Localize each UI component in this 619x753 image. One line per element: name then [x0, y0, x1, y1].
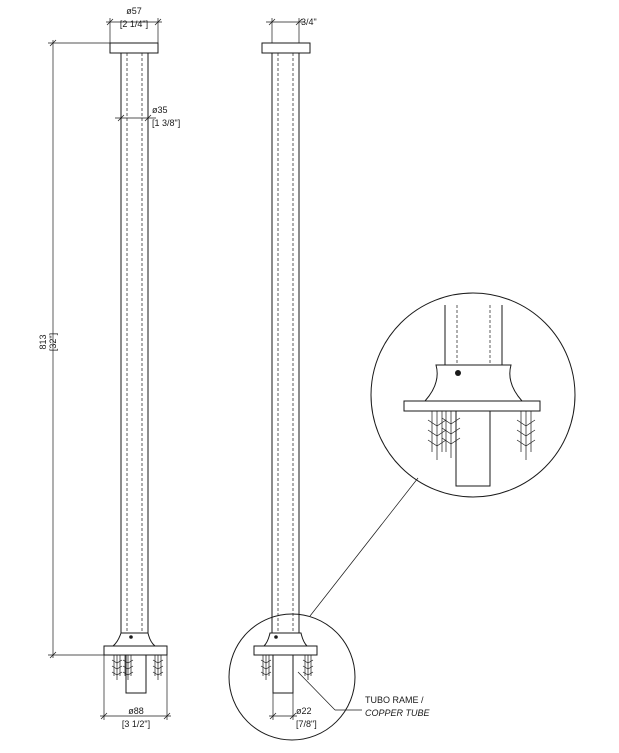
copper-tube-callout: TUBO RAME / COPPER TUBE — [297, 671, 431, 718]
top-diameter-in: [2 1/4"] — [120, 19, 148, 29]
side-top-cap — [261, 42, 311, 54]
base-diameter-mm: ø88 — [128, 706, 144, 716]
height-in: [32"] — [48, 333, 58, 351]
front-top-cap — [109, 42, 159, 54]
front-view — [103, 42, 168, 694]
detail-set-screw — [455, 370, 461, 376]
copper-diameter-mm: ø22 — [296, 706, 312, 716]
callout-label-line1: TUBO RAME / — [365, 695, 424, 705]
base-diameter-in: [3 1/2"] — [122, 719, 150, 729]
tube-diameter-in: [1 3/8"] — [152, 118, 180, 128]
top-diameter-mm: ø57 — [126, 6, 142, 16]
height-mm: 813 — [38, 334, 48, 349]
dim-overall-height: 813 [32"] — [38, 39, 110, 659]
detail-leader-line — [309, 477, 419, 617]
detail-copper-stub — [455, 410, 491, 487]
side-set-screw — [274, 635, 278, 639]
detail-circle-large — [370, 292, 576, 498]
detail-view — [370, 292, 576, 498]
front-set-screw — [129, 635, 133, 639]
detail-base-plate — [403, 400, 541, 412]
detail-circle-small — [228, 613, 356, 741]
callout-label-line2: COPPER TUBE — [365, 708, 431, 718]
side-copper-stub — [272, 654, 294, 694]
dim-copper-diameter: ø22 [7/8"] — [269, 693, 317, 729]
dim-side-width: 3/4" — [266, 17, 317, 43]
front-base-plate — [103, 645, 168, 656]
detail-anchors — [427, 411, 536, 460]
dim-tube-diameter: ø35 [1 3/8"] — [115, 105, 180, 128]
side-view — [253, 42, 318, 694]
side-base-collar — [262, 632, 309, 647]
front-anchors — [111, 655, 164, 680]
side-anchors — [260, 655, 314, 680]
detail-collar — [423, 364, 524, 402]
side-base-plate — [253, 645, 318, 656]
dim-top-diameter: ø57 [2 1/4"] — [106, 6, 162, 43]
dim-base-diameter: ø88 [3 1/2"] — [100, 655, 171, 729]
callout-leader — [297, 671, 336, 711]
tube-diameter-mm: ø35 — [152, 105, 168, 115]
copper-diameter-in: [7/8"] — [296, 719, 317, 729]
front-tube-body — [120, 52, 149, 634]
side-width-in: 3/4" — [301, 17, 317, 27]
front-base-collar — [111, 632, 157, 647]
side-tube-body — [271, 52, 300, 634]
